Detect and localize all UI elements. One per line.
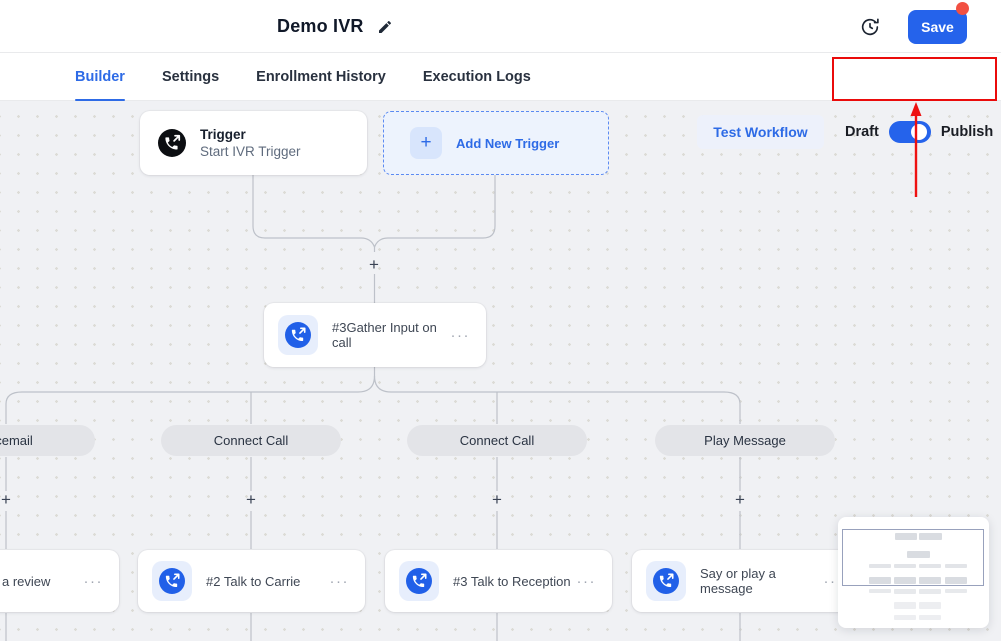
tab-builder[interactable]: Builder — [75, 53, 125, 101]
minimap-viewport[interactable] — [842, 529, 984, 586]
test-workflow-button[interactable]: Test Workflow — [697, 115, 824, 149]
minimap-node-bar — [894, 577, 916, 584]
minimap-node-bar — [869, 577, 891, 584]
minimap-node-bar — [894, 615, 916, 620]
more-options-icon[interactable]: ··· — [823, 572, 843, 590]
minimap-node-bar — [945, 577, 967, 584]
action-card-talk-to-carrie[interactable]: #2 Talk to Carrie ··· — [138, 550, 365, 612]
more-options-icon[interactable]: ··· — [450, 326, 470, 344]
action-card-label: a review — [2, 573, 51, 589]
action-card-label: #2 Talk to Carrie — [206, 573, 301, 589]
trigger-node[interactable]: Trigger Start IVR Trigger — [140, 111, 367, 175]
header: Demo IVR Save — [0, 0, 1001, 53]
edit-title-pencil-icon[interactable] — [376, 18, 394, 36]
tab-enrollment-history[interactable]: Enrollment History — [256, 69, 386, 85]
minimap-node-bar — [945, 564, 967, 568]
call-action-icon — [152, 561, 192, 601]
call-action-icon — [646, 561, 686, 601]
more-options-icon[interactable]: ··· — [83, 572, 103, 590]
minimap-node-bar — [869, 564, 891, 568]
add-step-plus-icon[interactable]: + — [369, 255, 379, 274]
save-button[interactable]: Save — [908, 10, 967, 44]
gather-input-node[interactable]: #3Gather Input on call ··· — [264, 303, 486, 367]
add-step-plus-icon[interactable]: + — [735, 490, 745, 509]
workflow-canvas[interactable]: Trigger Start IVR Trigger + Add New Trig… — [0, 101, 1001, 641]
minimap-node-bar — [919, 602, 941, 609]
minimap-node-bar — [894, 564, 916, 568]
call-action-icon — [399, 561, 439, 601]
trigger-node-subtitle: Start IVR Trigger — [200, 144, 301, 159]
minimap-node-bar — [919, 533, 942, 540]
tab-execution-logs[interactable]: Execution Logs — [422, 69, 531, 85]
minimap-node-bar — [894, 602, 916, 609]
branch-label-connect-call-2: Connect Call — [407, 425, 587, 456]
draft-publish-toggle[interactable] — [888, 121, 931, 143]
more-options-icon[interactable]: ··· — [329, 572, 349, 590]
branch-label-play-message: Play Message — [655, 425, 835, 456]
minimap-node-bar — [907, 551, 930, 558]
draft-label: Draft — [845, 124, 879, 140]
connector-lines — [5, 175, 741, 641]
minimap-node-bar — [869, 589, 891, 593]
trigger-node-title: Trigger — [200, 127, 246, 142]
branch-label-voicemail: Voicemail — [0, 425, 95, 456]
minimap-node-bar — [919, 577, 941, 584]
version-history-icon[interactable] — [858, 15, 882, 39]
action-card-label: Say or play a message — [700, 566, 776, 596]
ivr-call-icon — [158, 129, 186, 157]
add-step-plus-icon[interactable]: + — [246, 490, 256, 509]
add-new-trigger-label: Add New Trigger — [456, 135, 560, 151]
action-card-review[interactable]: a review ··· — [0, 550, 119, 612]
call-action-icon — [278, 315, 318, 355]
minimap-node-bar — [945, 589, 967, 593]
action-card-label: #3 Talk to Reception — [453, 573, 571, 589]
publish-label: Publish — [940, 124, 994, 140]
more-options-icon[interactable]: ··· — [576, 572, 596, 590]
page-title: Demo IVR — [277, 16, 364, 36]
branch-label-connect-call-1: Connect Call — [161, 425, 341, 456]
draft-publish-control: Draft Publish — [845, 115, 993, 149]
unsaved-changes-badge — [956, 2, 969, 15]
minimap-node-bar — [894, 589, 916, 594]
action-card-talk-to-reception[interactable]: #3 Talk to Reception ··· — [385, 550, 612, 612]
tab-bar: Builder Settings Enrollment History Exec… — [0, 53, 1001, 149]
minimap-node-bar — [895, 533, 917, 540]
add-step-plus-icon[interactable]: + — [492, 490, 502, 509]
action-card-say-or-play-message[interactable]: Say or play a message ··· — [632, 550, 859, 612]
minimap[interactable] — [838, 517, 989, 628]
plus-icon: + — [410, 127, 442, 159]
add-step-plus-icon[interactable]: + — [1, 490, 11, 509]
minimap-node-bar — [919, 615, 941, 620]
minimap-node-bar — [919, 564, 941, 568]
minimap-node-bar — [919, 589, 941, 594]
toggle-knob — [910, 124, 927, 140]
gather-input-label: #3Gather Input on call — [332, 320, 437, 350]
add-new-trigger-button[interactable]: + Add New Trigger — [383, 111, 609, 175]
tab-settings[interactable]: Settings — [161, 69, 220, 85]
